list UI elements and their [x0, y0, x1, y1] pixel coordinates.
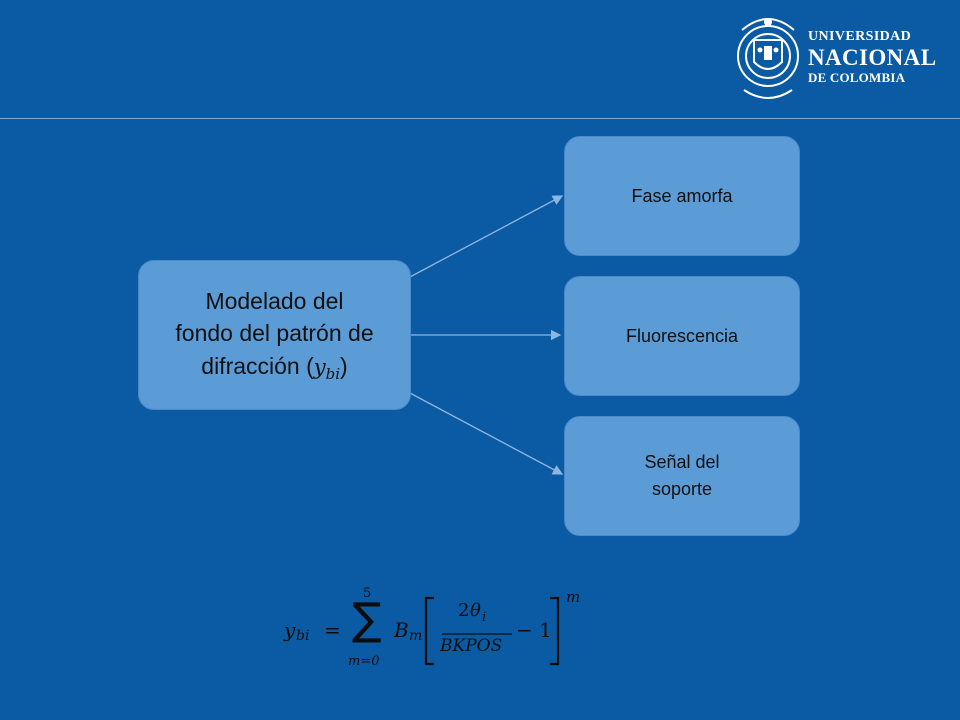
formula-coef: B [394, 618, 409, 642]
formula-theta: θ [470, 600, 481, 621]
main-node-line-3-end: ) [340, 352, 348, 379]
node-fase-amorfa-label: Fase amorfa [631, 185, 733, 206]
arrow-to-fase-amorfa [407, 195, 564, 279]
formula-brackets [424, 596, 560, 666]
main-node-line-3: difracción (ybi) [175, 350, 373, 385]
formula-lhs-var: y [284, 618, 296, 642]
formula-minus-one: − 1 [516, 618, 552, 642]
node-fluorescencia-label: Fluorescencia [625, 325, 739, 346]
formula-lhs-sub: bi [296, 628, 310, 644]
formula-denominator: BKPOS [440, 636, 503, 656]
logo-line-1: UNIVERSIDAD [808, 29, 912, 44]
main-node-line-3-text: difracción ( [201, 352, 314, 379]
logo-line-3: DE COLOMBIA [808, 70, 906, 85]
formula-equals: = [324, 618, 341, 642]
main-node: Modelado del fondo del patrón de difracc… [138, 260, 411, 410]
node-fase-amorfa: Fase amorfa [564, 136, 800, 256]
main-node-label: Modelado del fondo del patrón de difracc… [175, 285, 373, 386]
main-node-line-2: fondo del patrón de [175, 320, 374, 347]
formula-sum-lower: m=0 [348, 654, 380, 669]
university-crest-icon [737, 18, 799, 99]
logo-line-2: NACIONAL [808, 45, 937, 70]
node-senal-soporte-line-2: soporte [651, 479, 713, 499]
formula-exponent: m [566, 588, 581, 606]
main-node-math: ybi [313, 354, 340, 383]
arrow-to-senal-soporte [407, 391, 564, 475]
main-node-math-sub: bi [325, 365, 341, 384]
university-logo-text: UNIVERSIDAD NACIONAL DE COLOMBIA [808, 29, 937, 85]
node-senal-soporte: Señal del soporte [564, 416, 800, 536]
formula-sum-symbol: ∑ [352, 594, 382, 645]
header-divider [0, 118, 960, 119]
formula-theta-sub: i [482, 610, 487, 625]
formula-numerator-prefix: 2 [458, 600, 470, 621]
formula-coef-sub: m [409, 628, 423, 644]
node-senal-soporte-label: Señal del soporte [644, 449, 719, 503]
main-node-line-1: Modelado del [205, 287, 344, 314]
main-node-math-var: y [313, 354, 326, 379]
background-formula: y bi = 5 ∑ m=0 B m 2 θ i BKPOS − 1 m [284, 586, 604, 676]
formula-sum-upper: 5 [363, 586, 372, 601]
node-fluorescencia: Fluorescencia [564, 276, 800, 396]
node-senal-soporte-line-1: Señal del [644, 452, 720, 472]
